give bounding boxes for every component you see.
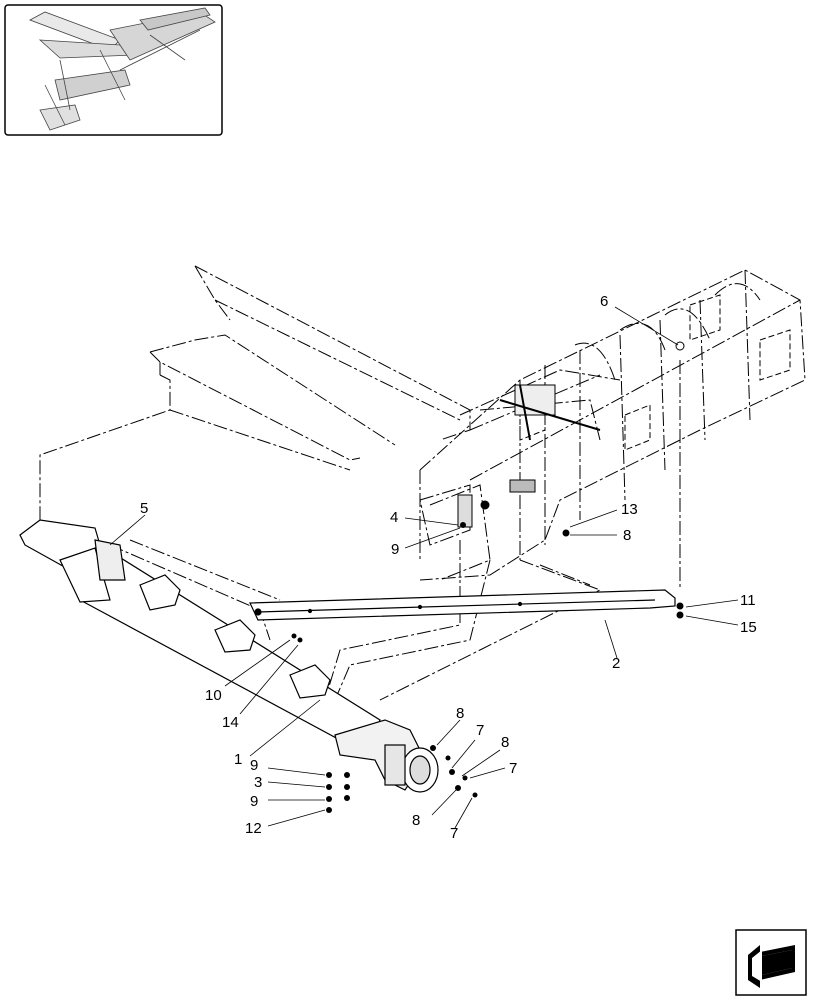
- callout-9: 9: [250, 793, 258, 810]
- callout-9: 9: [391, 541, 399, 558]
- callout-10: 10: [205, 687, 222, 704]
- callout-11: 11: [740, 592, 756, 609]
- callout-labels: 5 6 4 9 13 8 11 15 2 10 14 1 9 3 9 12 8 …: [140, 293, 757, 842]
- hardware-stack: [291, 341, 685, 813]
- callout-13: 13: [621, 501, 638, 518]
- callout-7: 7: [476, 722, 484, 739]
- callout-7: 7: [450, 825, 458, 842]
- callout-12: 12: [245, 820, 262, 837]
- callout-1: 1: [234, 751, 242, 768]
- callout-8: 8: [412, 812, 420, 829]
- front-cross-beam: [19, 519, 439, 793]
- callout-15: 15: [740, 619, 757, 636]
- leader-lines: [109, 306, 739, 829]
- overview-thumbnail: [4, 4, 223, 136]
- next-page-arrow-icon[interactable]: [735, 929, 807, 996]
- callout-6: 6: [600, 293, 608, 310]
- link-outline: [39, 374, 351, 525]
- upper-plate-outline: [149, 265, 471, 461]
- callout-8: 8: [456, 705, 464, 722]
- callout-2: 2: [612, 655, 620, 672]
- diagonal-brace: [249, 589, 676, 621]
- callout-4: 4: [390, 509, 398, 526]
- callout-8: 8: [623, 527, 631, 544]
- callout-14: 14: [222, 714, 239, 731]
- callout-9: 9: [250, 757, 258, 774]
- main-chassis: [419, 269, 806, 581]
- callout-5: 5: [140, 500, 148, 517]
- callout-3: 3: [254, 774, 262, 791]
- callout-8: 8: [501, 734, 509, 751]
- callout-7: 7: [509, 760, 517, 777]
